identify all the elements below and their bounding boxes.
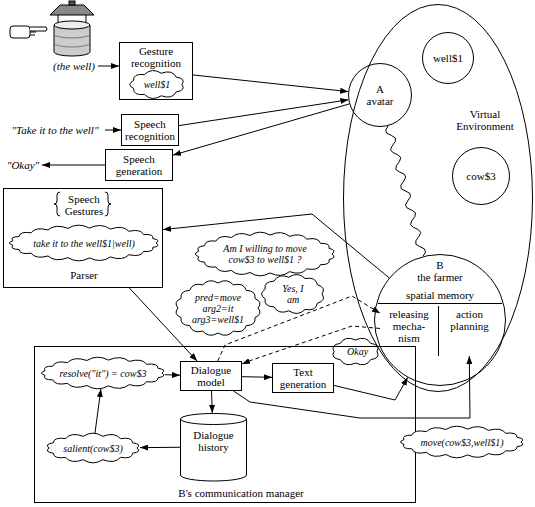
- arrow-connector: [242, 326, 380, 364]
- arrow-connector: [193, 75, 348, 92]
- message-cloud: well$1: [129, 70, 185, 99]
- free-label: "Take it to the well": [3, 124, 107, 136]
- arrow-connector: [242, 376, 272, 378]
- message-cloud: move(cow$3,well$1): [400, 426, 524, 458]
- process-box: Gesture recognition well$1: [119, 42, 193, 100]
- node-text: A: [376, 83, 384, 95]
- arrow-connector: [95, 389, 101, 433]
- node-text: B: [436, 259, 443, 271]
- entity-circle: Aavatar: [348, 63, 412, 127]
- leader-arrow: [98, 66, 119, 67]
- well-icon: [50, 1, 94, 56]
- node-text: Speech recognition: [125, 118, 175, 142]
- free-label: "Okay": [6, 159, 40, 171]
- node-text: pred=move arg2=it arg3=well$1: [190, 292, 246, 325]
- node-text: Am I willing to move cow$3 to well$1 ?: [213, 243, 317, 265]
- node-text: salient(cow$3): [63, 443, 122, 454]
- arrow-connector: [173, 104, 349, 155]
- arrow-connector: [163, 214, 389, 278]
- message-cloud: salient(cow$3): [46, 433, 140, 463]
- message-cloud: Yes, I am: [261, 274, 325, 314]
- memory-band: spatial memory: [378, 288, 502, 304]
- node-text: Virtual Environment: [452, 108, 518, 132]
- message-cloud: Okay: [331, 337, 380, 366]
- node-text: Speech generation: [109, 153, 169, 177]
- leader-arrow: [105, 130, 121, 131]
- module-frame: Speech GesturesParser take it to the well…: [3, 188, 163, 288]
- node-text: spatial memory: [406, 289, 474, 301]
- node-text: releasing mecha- nism: [382, 308, 436, 344]
- message-cloud: pred=move arg2=it arg3=well$1: [175, 280, 261, 336]
- history-cylinder: Dialogue history: [180, 413, 247, 481]
- arrow-connector: [179, 100, 348, 126]
- module-section: releasing mecha- nism: [380, 306, 438, 356]
- arrow-connector: [234, 356, 471, 418]
- message-cloud: resolve("it") = cow$3: [41, 357, 165, 389]
- node-text: Dialogue model: [184, 364, 238, 388]
- node-text: well$1: [144, 79, 171, 90]
- pointing-hand: [10, 26, 47, 38]
- leader-arrow: [42, 165, 105, 166]
- node-text: B's communication manager: [151, 487, 331, 499]
- process-box: Text generation: [272, 363, 334, 393]
- process-box: Speech generation: [105, 149, 173, 181]
- node-text: the farmer: [417, 271, 463, 283]
- node-text: Gesture recognition: [123, 45, 189, 69]
- free-label: (the well): [46, 60, 102, 72]
- entity-circle: Bthe farmer spatial memory releasing mecha…: [374, 254, 506, 386]
- process-box: Dialogue model: [180, 361, 242, 391]
- node-text: action planning: [441, 308, 499, 332]
- arrow-connector: [140, 447, 180, 448]
- node-text: cow$3: [466, 170, 495, 182]
- node-text: Okay: [347, 346, 363, 357]
- node-text: well$1: [433, 52, 463, 64]
- node-text: Text generation: [276, 366, 330, 390]
- entity-circle: well$1: [422, 32, 474, 84]
- arrow-connector: [211, 391, 213, 413]
- environment-ellipse: Virtual Environment well$1Aavatar cow$3Bth…: [343, 4, 533, 392]
- node-text: Parser: [59, 269, 109, 281]
- node-text: take it to the well$1|well): [33, 238, 135, 249]
- module-section: action planning: [438, 306, 500, 356]
- entity-circle: cow$3: [452, 147, 510, 205]
- node-text: avatar: [367, 95, 394, 107]
- message-cloud: Am I willing to move cow$3 to well$1 ?: [195, 232, 335, 276]
- module-frame: B's communication manager resolve("it") =…: [34, 346, 416, 503]
- node-text: Speech Gestures: [59, 193, 109, 217]
- wavy-link: [386, 126, 426, 256]
- node-text: resolve("it") = cow$3: [60, 368, 147, 379]
- process-box: Speech recognition: [121, 114, 179, 146]
- node-text: Dialogue history: [184, 429, 243, 453]
- node-text: move(cow$3,well$1): [420, 437, 503, 448]
- node-text: Yes, I am: [275, 283, 311, 305]
- arrow-connector: [334, 378, 408, 400]
- message-cloud: take it to the well$1|well): [9, 225, 159, 261]
- arrow-connector: [165, 374, 180, 375]
